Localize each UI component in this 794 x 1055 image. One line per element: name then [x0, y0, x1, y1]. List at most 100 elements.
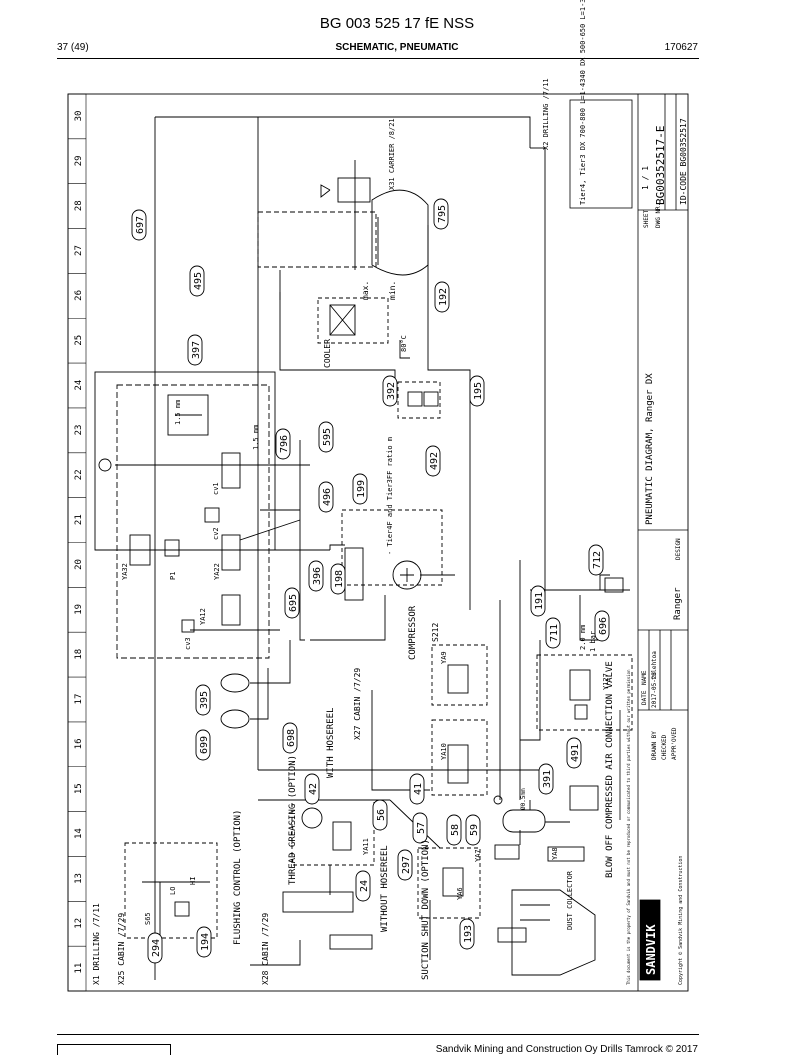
label-y127: Y127 [602, 673, 610, 690]
callout-pill [538, 763, 554, 795]
label-dust-collector: DUST COLLECTOR [566, 870, 574, 930]
label-s212: S212 [431, 623, 440, 642]
ruler-number: 11 [74, 963, 84, 974]
callout-pill [352, 473, 368, 505]
callout-392: 392 [382, 375, 398, 407]
label-ya7: YA7 [474, 849, 482, 862]
callout-pill [318, 421, 334, 453]
label-cv2: cv2 [212, 527, 220, 540]
label-pressure: 1 bar [589, 631, 597, 652]
callout-label: 795 [437, 205, 448, 223]
ruler-number: 22 [74, 469, 84, 480]
callout-57: 57 [412, 812, 428, 844]
label-p1: P1 [169, 572, 177, 580]
callout-label: 495 [193, 272, 204, 290]
callout-label: 297 [401, 856, 412, 874]
callout-pill [434, 281, 450, 313]
document-date: 170627 [664, 42, 698, 53]
callout-698: 698 [282, 722, 298, 754]
drawn-date: 2017-05-23 [651, 671, 658, 708]
callout-pill [409, 773, 425, 805]
label-cooler: COOLER [323, 339, 332, 368]
title-block-text: Tier4, Tier3 DX 700-800 L=1-4340 DX 500-… [579, 0, 688, 985]
copyright-note: Copyright © Sandvik Mining and Construct… [678, 856, 684, 985]
label-compressor: COMPRESSOR [408, 605, 418, 660]
callout-191: 191 [530, 585, 546, 617]
sheet-label: SHEET [643, 210, 650, 228]
footer-company: Sandvik Mining and Construction Oy Drill… [435, 1044, 698, 1055]
label-suction-shut-down: SUCTION SHUT DOWN (OPTION) [421, 839, 431, 980]
dwg-label: DWG NR. [655, 203, 662, 228]
label-min: min. [388, 281, 397, 300]
callout-pill [382, 375, 398, 407]
ruler-number: 23 [74, 425, 84, 436]
legal-note: This document is the property of Sandvik… [626, 669, 631, 985]
callout-796: 796 [275, 428, 291, 460]
sandvik-logo: SANDVIK [644, 924, 658, 975]
callout-193: 193 [459, 918, 475, 950]
callout-pill [284, 587, 300, 619]
header-rule [57, 58, 699, 59]
label-flushing-control: FLUSHING CONTROL (OPTION) [233, 810, 243, 945]
label-mm20: 2.0 mm [579, 625, 587, 650]
footer-rule [57, 1034, 699, 1035]
callout-label: 711 [549, 624, 560, 642]
ruler-number: 28 [74, 200, 84, 211]
approved-label: APPR'OVED [671, 727, 678, 760]
callout-label: 695 [288, 594, 299, 612]
callout-695: 695 [284, 587, 300, 619]
drawn-name: tmlehtoa [651, 651, 658, 680]
callout-595: 595 [318, 421, 334, 453]
name-label: NAME [641, 670, 648, 685]
callout-pill [412, 812, 428, 844]
callout-491: 491 [566, 737, 582, 769]
callout-pill [425, 445, 441, 477]
label-blow-off: BLOW OFF COMPRESSED AIR CONNECTION VALVE [605, 661, 615, 878]
callout-396: 396 [308, 560, 324, 592]
callout-pill [308, 560, 324, 592]
title-block [569, 94, 688, 991]
page-number: 37 (49) [57, 42, 89, 53]
callout-711: 711 [545, 617, 561, 649]
callout-label: 59 [469, 824, 480, 836]
callout-pill [397, 849, 413, 881]
callout-pill [566, 737, 582, 769]
callout-pill [545, 617, 561, 649]
label-x31: X31 CARRIER /8/21 [388, 118, 396, 190]
callout-712: 712 [588, 544, 604, 576]
label-max: max. [361, 281, 370, 300]
callout-pill [189, 265, 205, 297]
label-ya9: YA9 [440, 651, 448, 664]
label-lo: LO [169, 887, 177, 895]
ruler-number: 30 [74, 111, 84, 122]
label-x27: X27 CABIN /7/29 [353, 668, 362, 740]
label-thread-greasing: THREAD GREASING (OPTION) [288, 755, 298, 885]
ruler-number: 14 [74, 828, 84, 839]
callout-pill [304, 773, 320, 805]
callout-pill [195, 684, 211, 716]
callout-697: 697 [131, 209, 147, 241]
callout-label: 595 [322, 428, 333, 446]
id-code: ID-CODE BG00352517 [679, 118, 688, 205]
callout-label: 194 [200, 933, 211, 951]
sheet-number: 1 / 1 [641, 166, 650, 190]
label-with-hosereel: WITH HOSEREEL [326, 708, 336, 778]
ruler-number: 18 [74, 649, 84, 660]
label-ya6: YA6 [456, 887, 464, 900]
callout-pill [446, 814, 462, 846]
section-title: SCHEMATIC, PNEUMATIC [335, 42, 459, 53]
label-tier-note: - Tier4F and Tier3FF ratio m [386, 437, 394, 555]
ruler-number: 21 [74, 514, 84, 525]
callout-label: 294 [151, 939, 162, 957]
label-ya22: YA22 [213, 563, 221, 580]
date-label: DATE [641, 690, 648, 705]
callout-194: 194 [196, 926, 212, 958]
callout-42: 42 [304, 773, 320, 805]
callout-label: 491 [570, 744, 581, 762]
callout-label: 56 [376, 809, 387, 821]
callout-label: 698 [286, 729, 297, 747]
callout-58: 58 [446, 814, 462, 846]
ruler-number: 24 [74, 380, 84, 391]
label-x1: X1 DRILLING /7/11 [92, 903, 101, 985]
